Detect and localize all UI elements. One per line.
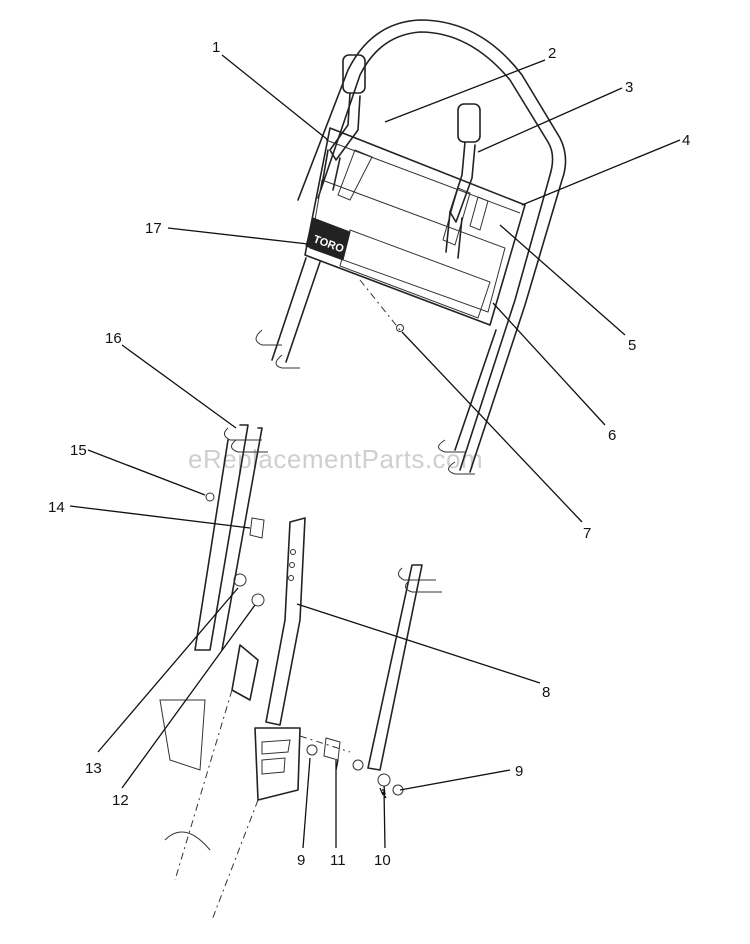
callout-8: 8: [542, 684, 550, 701]
right-lower-handle: [352, 564, 442, 796]
callout-4: 4: [682, 132, 690, 149]
callout-9-bottom: 9: [297, 852, 305, 869]
callout-5: 5: [628, 337, 636, 354]
callout-2: 2: [548, 45, 556, 62]
callout-12: 12: [112, 792, 129, 809]
callout-17: 17: [145, 220, 162, 237]
center-bar: [265, 517, 306, 726]
left-lower-handle: [194, 424, 268, 651]
callout-13: 13: [85, 760, 102, 777]
callout-10: 10: [374, 852, 391, 869]
callout-11: 11: [330, 852, 346, 869]
watermark: eReplacementParts.com: [188, 444, 483, 474]
callout-numbers: 1 2 3 4 5 6 7 8 9 9 10 11 12 13 14 15 16…: [48, 39, 690, 869]
callout-7: 7: [583, 525, 591, 542]
callout-14: 14: [48, 499, 65, 516]
callout-9-right: 9: [515, 763, 523, 780]
callout-16: 16: [105, 330, 122, 347]
deck-bracket: [159, 644, 351, 921]
leader-lines: [69, 54, 681, 849]
right-lever: [445, 103, 481, 259]
callout-6: 6: [608, 427, 616, 444]
callout-15: 15: [70, 442, 87, 459]
left-lever: [321, 54, 366, 191]
upper-handle: [255, 19, 567, 475]
callout-1: 1: [212, 39, 220, 56]
callout-3: 3: [625, 79, 633, 96]
control-panel: TORO: [304, 127, 526, 326]
